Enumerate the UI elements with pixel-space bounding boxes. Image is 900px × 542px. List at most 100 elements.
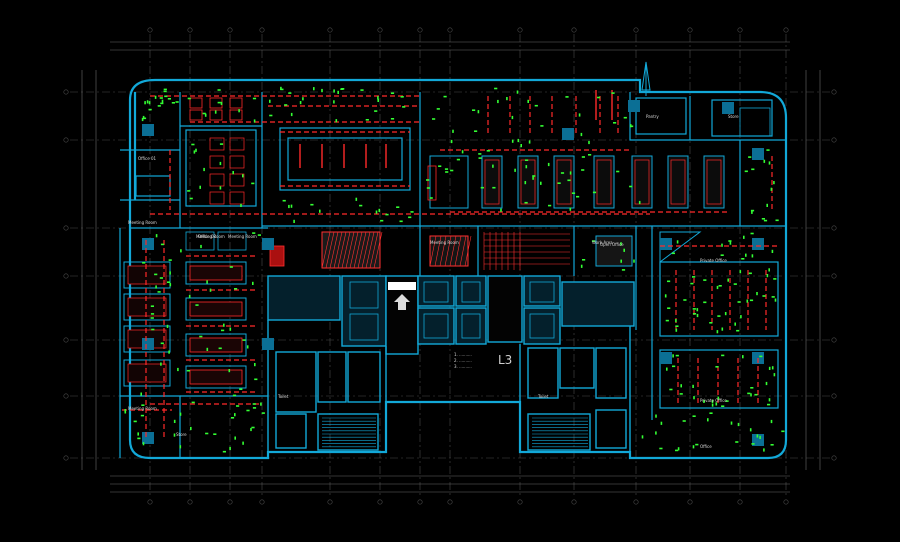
light-fixture	[759, 355, 763, 358]
light-fixture	[492, 164, 494, 168]
ceiling-grid-cell	[209, 173, 225, 187]
grid-bubble	[187, 499, 193, 505]
light-fixture	[438, 165, 442, 167]
light-fixture	[150, 313, 155, 315]
light-fixture	[693, 396, 695, 400]
light-fixture	[180, 249, 182, 253]
light-fixture	[733, 283, 737, 285]
light-fixture	[775, 219, 779, 222]
light-fixture	[751, 168, 755, 171]
light-fixture	[282, 199, 286, 202]
light-fixture	[773, 278, 777, 280]
workstation-bay	[553, 155, 575, 209]
light-fixture	[199, 185, 201, 189]
light-fixture	[269, 99, 271, 103]
light-fixture	[580, 132, 583, 137]
light-fixture	[527, 99, 529, 103]
light-fixture	[229, 327, 232, 331]
partitions	[119, 92, 786, 458]
light-fixture	[450, 139, 453, 144]
light-fixture	[735, 441, 739, 443]
light-fixture	[767, 403, 771, 406]
light-fixture	[450, 169, 454, 172]
light-fixture	[666, 367, 668, 371]
light-fixture	[213, 433, 217, 435]
light-fixture	[675, 449, 679, 452]
light-fixture	[252, 281, 254, 285]
right-service-wing	[519, 326, 631, 453]
light-fixture	[242, 441, 244, 445]
light-fixture	[380, 219, 384, 222]
light-fixture	[721, 243, 723, 247]
light-fixture	[768, 268, 770, 272]
light-fixture	[703, 301, 707, 304]
light-fixture	[683, 299, 687, 301]
light-fixture	[157, 105, 161, 107]
light-fixture	[246, 345, 249, 349]
light-fixture	[781, 430, 785, 433]
grid-bubble	[187, 27, 193, 33]
light-fixture	[137, 437, 141, 440]
light-fixture	[729, 241, 732, 245]
light-fixture	[560, 172, 565, 174]
ceiling-grid-cell	[229, 137, 245, 151]
grid-bubble	[63, 455, 69, 461]
light-fixture	[310, 203, 314, 206]
light-fixture	[461, 150, 464, 154]
light-fixture	[774, 298, 777, 302]
grid-bubble	[687, 499, 693, 505]
workstation-bay-inner	[427, 165, 437, 201]
light-fixture	[727, 278, 729, 282]
light-fixture	[408, 216, 412, 219]
light-fixture	[150, 305, 154, 307]
grid-bubble	[327, 499, 333, 505]
light-fixture	[768, 366, 771, 370]
light-fixture	[763, 219, 768, 222]
light-fixture	[492, 186, 496, 189]
light-fixture	[219, 143, 224, 145]
light-fixture	[477, 110, 480, 114]
light-fixture	[749, 299, 754, 302]
light-fixture	[195, 148, 197, 152]
light-fixture	[190, 426, 192, 431]
light-fixture	[696, 308, 699, 312]
light-fixture	[142, 262, 146, 264]
light-fixture	[252, 97, 257, 100]
light-fixture	[396, 206, 400, 208]
light-fixture	[200, 244, 202, 249]
ceiling-grid-cell	[229, 155, 245, 169]
light-fixture	[269, 114, 273, 117]
light-fixture	[426, 179, 430, 181]
lift-lobby-mark	[388, 282, 416, 310]
room-label: Meeting Room	[128, 406, 157, 411]
hatch-line	[345, 231, 355, 269]
light-fixture	[144, 101, 146, 105]
hatch-line	[361, 231, 371, 269]
light-fixture	[179, 445, 182, 449]
grid-bubble	[831, 393, 837, 399]
light-fixture	[168, 259, 172, 261]
light-fixture	[597, 96, 601, 99]
light-fixture	[734, 322, 736, 326]
grid-bubble	[571, 27, 577, 33]
light-fixture	[672, 365, 676, 368]
light-fixture	[655, 414, 657, 418]
room-label: Private Office	[700, 398, 727, 403]
grid-bubble	[63, 393, 69, 399]
light-fixture	[765, 381, 768, 386]
light-fixture	[756, 292, 758, 296]
grid-bubble	[633, 27, 639, 33]
light-fixture	[236, 405, 240, 407]
light-fixture	[715, 366, 719, 368]
light-fixture	[187, 190, 191, 192]
light-fixture	[578, 113, 581, 117]
light-fixture	[299, 101, 302, 105]
grid-bubble	[737, 27, 743, 33]
light-fixture	[671, 252, 675, 255]
light-fixture	[234, 288, 238, 290]
light-fixture	[763, 448, 765, 452]
open-office-room	[659, 261, 779, 337]
light-fixture	[582, 259, 586, 261]
light-fixture	[766, 274, 769, 278]
light-fixture	[576, 195, 580, 198]
